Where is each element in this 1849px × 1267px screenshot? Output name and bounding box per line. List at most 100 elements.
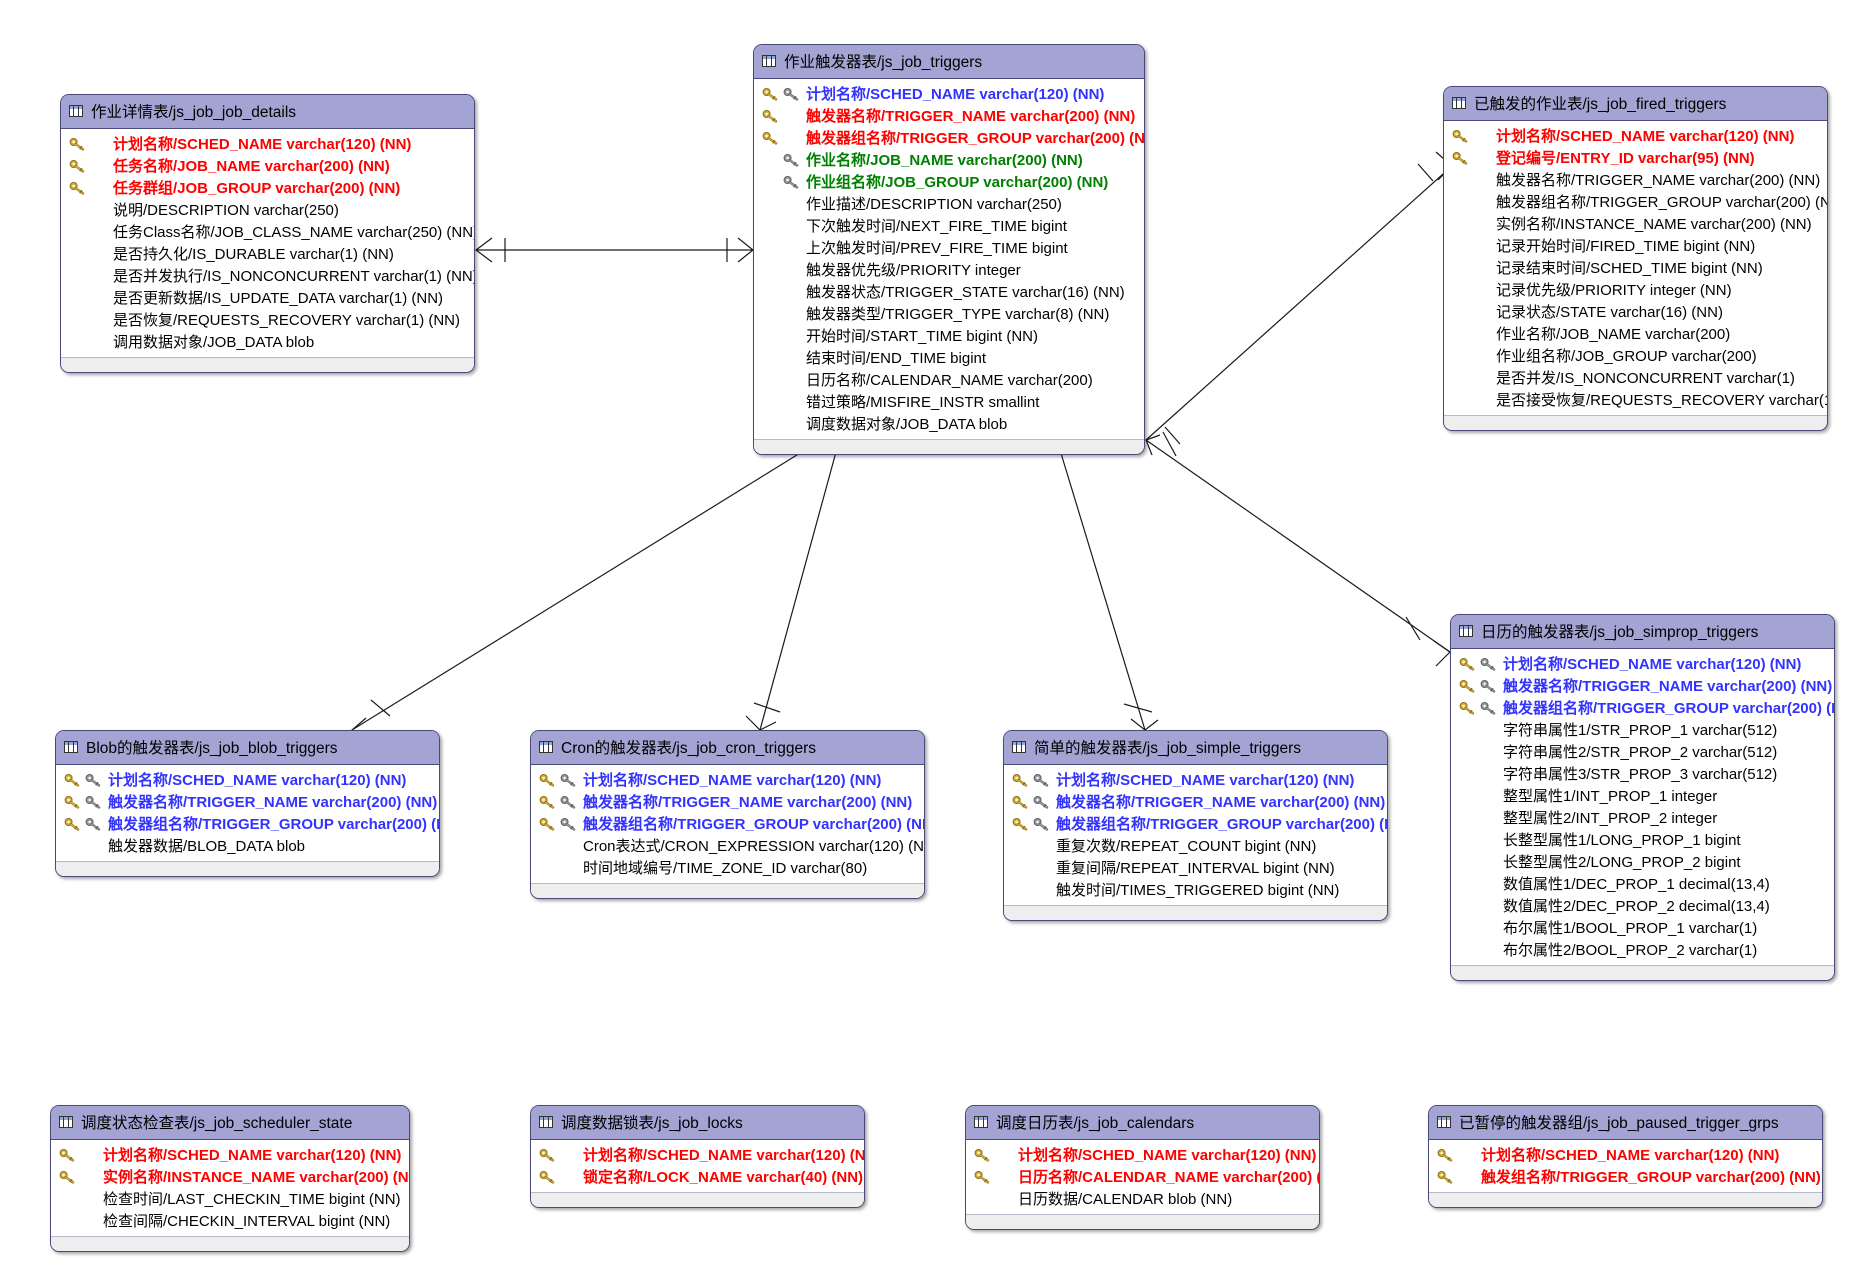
attribute-row[interactable]: 长整型属性1/LONG_PROP_1 bigint [1451, 829, 1834, 851]
attribute-row[interactable]: 触发器组名称/TRIGGER_GROUP varchar(200) (NN) [1004, 813, 1387, 835]
entity-header-js_job_locks[interactable]: 调度数据锁表/js_job_locks [531, 1106, 864, 1140]
attribute-row[interactable]: 作业组名称/JOB_GROUP varchar(200) (NN) [754, 171, 1144, 193]
attribute-row[interactable]: 实例名称/INSTANCE_NAME varchar(200) (NN) [51, 1166, 409, 1188]
attribute-row[interactable]: 布尔属性2/BOOL_PROP_2 varchar(1) [1451, 939, 1834, 961]
attribute-row[interactable]: 说明/DESCRIPTION varchar(250) [61, 199, 474, 221]
entity-header-js_job_simple_triggers[interactable]: 简单的触发器表/js_job_simple_triggers [1004, 731, 1387, 765]
entity-header-js_job_triggers[interactable]: 作业触发器表/js_job_triggers [754, 45, 1144, 79]
attribute-row[interactable]: 触发器组名称/TRIGGER_GROUP varchar(200) (NN) [1444, 191, 1827, 213]
attribute-row[interactable]: 检查时间/LAST_CHECKIN_TIME bigint (NN) [51, 1188, 409, 1210]
attribute-row[interactable]: 记录结束时间/SCHED_TIME bigint (NN) [1444, 257, 1827, 279]
entity-js_job_simprop_triggers[interactable]: 日历的触发器表/js_job_simprop_triggers 计划名称/SCHE… [1450, 614, 1835, 981]
attribute-row[interactable]: 触发时间/TIMES_TRIGGERED bigint (NN) [1004, 879, 1387, 901]
attribute-row[interactable]: 记录开始时间/FIRED_TIME bigint (NN) [1444, 235, 1827, 257]
attribute-row[interactable]: 触发器名称/TRIGGER_NAME varchar(200) (NN) [1004, 791, 1387, 813]
attribute-row[interactable]: 日历数据/CALENDAR blob (NN) [966, 1188, 1319, 1210]
attribute-row[interactable]: 作业名称/JOB_NAME varchar(200) (NN) [754, 149, 1144, 171]
attribute-row[interactable]: 是否并发执行/IS_NONCONCURRENT varchar(1) (NN) [61, 265, 474, 287]
entity-header-js_job_job_details[interactable]: 作业详情表/js_job_job_details [61, 95, 474, 129]
entity-header-js_job_scheduler_state[interactable]: 调度状态检查表/js_job_scheduler_state [51, 1106, 409, 1140]
attribute-row[interactable]: 计划名称/SCHED_NAME varchar(120) (NN) [51, 1144, 409, 1166]
entity-header-js_job_calendars[interactable]: 调度日历表/js_job_calendars [966, 1106, 1319, 1140]
attribute-row[interactable]: 计划名称/SCHED_NAME varchar(120) (NN) [61, 133, 474, 155]
attribute-row[interactable]: 是否接受恢复/REQUESTS_RECOVERY varchar(1) [1444, 389, 1827, 411]
entity-header-js_job_cron_triggers[interactable]: Cron的触发器表/js_job_cron_triggers [531, 731, 924, 765]
attribute-row[interactable]: 数值属性2/DEC_PROP_2 decimal(13,4) [1451, 895, 1834, 917]
attribute-row[interactable]: 触发器组名称/TRIGGER_GROUP varchar(200) (NN) [56, 813, 439, 835]
attribute-row[interactable]: 计划名称/SCHED_NAME varchar(120) (NN) [531, 769, 924, 791]
entity-js_job_blob_triggers[interactable]: Blob的触发器表/js_job_blob_triggers 计划名称/SCHED… [55, 730, 440, 877]
attribute-row[interactable]: 错过策略/MISFIRE_INSTR smallint [754, 391, 1144, 413]
attribute-row[interactable]: 触发器组名称/TRIGGER_GROUP varchar(200) (NN) [1451, 697, 1834, 719]
attribute-row[interactable]: 下次触发时间/NEXT_FIRE_TIME bigint [754, 215, 1144, 237]
attribute-row[interactable]: 触发器组名称/TRIGGER_GROUP varchar(200) (NN) [754, 127, 1144, 149]
attribute-row[interactable]: 任务Class名称/JOB_CLASS_NAME varchar(250) (N… [61, 221, 474, 243]
entity-js_job_paused_trigger_grps[interactable]: 已暂停的触发器组/js_job_paused_trigger_grps 计划名称/… [1428, 1105, 1823, 1208]
attribute-row[interactable]: 计划名称/SCHED_NAME varchar(120) (NN) [56, 769, 439, 791]
attribute-row[interactable]: 是否并发/IS_NONCONCURRENT varchar(1) [1444, 367, 1827, 389]
attribute-row[interactable]: Cron表达式/CRON_EXPRESSION varchar(120) (NN… [531, 835, 924, 857]
attribute-row[interactable]: 登记编号/ENTRY_ID varchar(95) (NN) [1444, 147, 1827, 169]
attribute-row[interactable]: 触发器优先级/PRIORITY integer [754, 259, 1144, 281]
attribute-row[interactable]: 上次触发时间/PREV_FIRE_TIME bigint [754, 237, 1144, 259]
entity-js_job_triggers[interactable]: 作业触发器表/js_job_triggers 计划名称/SCHED_NAME va… [753, 44, 1145, 455]
entity-js_job_cron_triggers[interactable]: Cron的触发器表/js_job_cron_triggers 计划名称/SCHED… [530, 730, 925, 899]
attribute-row[interactable]: 触发器名称/TRIGGER_NAME varchar(200) (NN) [754, 105, 1144, 127]
attribute-row[interactable]: 字符串属性2/STR_PROP_2 varchar(512) [1451, 741, 1834, 763]
entity-header-js_job_blob_triggers[interactable]: Blob的触发器表/js_job_blob_triggers [56, 731, 439, 765]
attribute-row[interactable]: 计划名称/SCHED_NAME varchar(120) (NN) [1451, 653, 1834, 675]
entity-header-js_job_simprop_triggers[interactable]: 日历的触发器表/js_job_simprop_triggers [1451, 615, 1834, 649]
attribute-row[interactable]: 触发器名称/TRIGGER_NAME varchar(200) (NN) [531, 791, 924, 813]
attribute-row[interactable]: 锁定名称/LOCK_NAME varchar(40) (NN) [531, 1166, 864, 1188]
attribute-row[interactable]: 实例名称/INSTANCE_NAME varchar(200) (NN) [1444, 213, 1827, 235]
attribute-row[interactable]: 日历名称/CALENDAR_NAME varchar(200) (NN) [966, 1166, 1319, 1188]
attribute-row[interactable]: 重复间隔/REPEAT_INTERVAL bigint (NN) [1004, 857, 1387, 879]
attribute-row[interactable]: 任务名称/JOB_NAME varchar(200) (NN) [61, 155, 474, 177]
attribute-row[interactable]: 长整型属性2/LONG_PROP_2 bigint [1451, 851, 1834, 873]
attribute-row[interactable]: 调度数据对象/JOB_DATA blob [754, 413, 1144, 435]
attribute-row[interactable]: 计划名称/SCHED_NAME varchar(120) (NN) [1429, 1144, 1822, 1166]
attribute-row[interactable]: 计划名称/SCHED_NAME varchar(120) (NN) [754, 83, 1144, 105]
attribute-row[interactable]: 检查间隔/CHECKIN_INTERVAL bigint (NN) [51, 1210, 409, 1232]
attribute-row[interactable]: 触发器组名称/TRIGGER_GROUP varchar(200) (NN) [531, 813, 924, 835]
attribute-row[interactable]: 布尔属性1/BOOL_PROP_1 varchar(1) [1451, 917, 1834, 939]
entity-js_job_scheduler_state[interactable]: 调度状态检查表/js_job_scheduler_state 计划名称/SCHED… [50, 1105, 410, 1252]
attribute-row[interactable]: 触发器数据/BLOB_DATA blob [56, 835, 439, 857]
attribute-row[interactable]: 计划名称/SCHED_NAME varchar(120) (NN) [531, 1144, 864, 1166]
attribute-row[interactable]: 整型属性1/INT_PROP_1 integer [1451, 785, 1834, 807]
attribute-row[interactable]: 触发器名称/TRIGGER_NAME varchar(200) (NN) [1451, 675, 1834, 697]
attribute-row[interactable]: 数值属性1/DEC_PROP_1 decimal(13,4) [1451, 873, 1834, 895]
attribute-row[interactable]: 作业名称/JOB_NAME varchar(200) [1444, 323, 1827, 345]
attribute-row[interactable]: 触发组名称/TRIGGER_GROUP varchar(200) (NN) [1429, 1166, 1822, 1188]
attribute-row[interactable]: 触发器名称/TRIGGER_NAME varchar(200) (NN) [1444, 169, 1827, 191]
attribute-row[interactable]: 是否持久化/IS_DURABLE varchar(1) (NN) [61, 243, 474, 265]
attribute-row[interactable]: 触发器类型/TRIGGER_TYPE varchar(8) (NN) [754, 303, 1144, 325]
attribute-row[interactable]: 记录状态/STATE varchar(16) (NN) [1444, 301, 1827, 323]
entity-js_job_locks[interactable]: 调度数据锁表/js_job_locks 计划名称/SCHED_NAME varch… [530, 1105, 865, 1208]
attribute-row[interactable]: 调用数据对象/JOB_DATA blob [61, 331, 474, 353]
entity-header-js_job_fired_triggers[interactable]: 已触发的作业表/js_job_fired_triggers [1444, 87, 1827, 121]
attribute-row[interactable]: 作业组名称/JOB_GROUP varchar(200) [1444, 345, 1827, 367]
attribute-row[interactable]: 计划名称/SCHED_NAME varchar(120) (NN) [966, 1144, 1319, 1166]
attribute-row[interactable]: 作业描述/DESCRIPTION varchar(250) [754, 193, 1144, 215]
entity-js_job_job_details[interactable]: 作业详情表/js_job_job_details 计划名称/SCHED_NAME … [60, 94, 475, 373]
attribute-row[interactable]: 整型属性2/INT_PROP_2 integer [1451, 807, 1834, 829]
entity-header-js_job_paused_trigger_grps[interactable]: 已暂停的触发器组/js_job_paused_trigger_grps [1429, 1106, 1822, 1140]
attribute-row[interactable]: 记录优先级/PRIORITY integer (NN) [1444, 279, 1827, 301]
attribute-row[interactable]: 计划名称/SCHED_NAME varchar(120) (NN) [1004, 769, 1387, 791]
entity-js_job_simple_triggers[interactable]: 简单的触发器表/js_job_simple_triggers 计划名称/SCHED… [1003, 730, 1388, 921]
attribute-row[interactable]: 计划名称/SCHED_NAME varchar(120) (NN) [1444, 125, 1827, 147]
attribute-row[interactable]: 字符串属性1/STR_PROP_1 varchar(512) [1451, 719, 1834, 741]
attribute-row[interactable]: 触发器状态/TRIGGER_STATE varchar(16) (NN) [754, 281, 1144, 303]
attribute-row[interactable]: 日历名称/CALENDAR_NAME varchar(200) [754, 369, 1144, 391]
entity-js_job_fired_triggers[interactable]: 已触发的作业表/js_job_fired_triggers 计划名称/SCHED_… [1443, 86, 1828, 431]
attribute-row[interactable]: 时间地域编号/TIME_ZONE_ID varchar(80) [531, 857, 924, 879]
attribute-row[interactable]: 重复次数/REPEAT_COUNT bigint (NN) [1004, 835, 1387, 857]
attribute-row[interactable]: 触发器名称/TRIGGER_NAME varchar(200) (NN) [56, 791, 439, 813]
attribute-row[interactable]: 开始时间/START_TIME bigint (NN) [754, 325, 1144, 347]
attribute-row[interactable]: 任务群组/JOB_GROUP varchar(200) (NN) [61, 177, 474, 199]
attribute-row[interactable]: 字符串属性3/STR_PROP_3 varchar(512) [1451, 763, 1834, 785]
entity-js_job_calendars[interactable]: 调度日历表/js_job_calendars 计划名称/SCHED_NAME va… [965, 1105, 1320, 1230]
attribute-row[interactable]: 是否恢复/REQUESTS_RECOVERY varchar(1) (NN) [61, 309, 474, 331]
attribute-row[interactable]: 结束时间/END_TIME bigint [754, 347, 1144, 369]
